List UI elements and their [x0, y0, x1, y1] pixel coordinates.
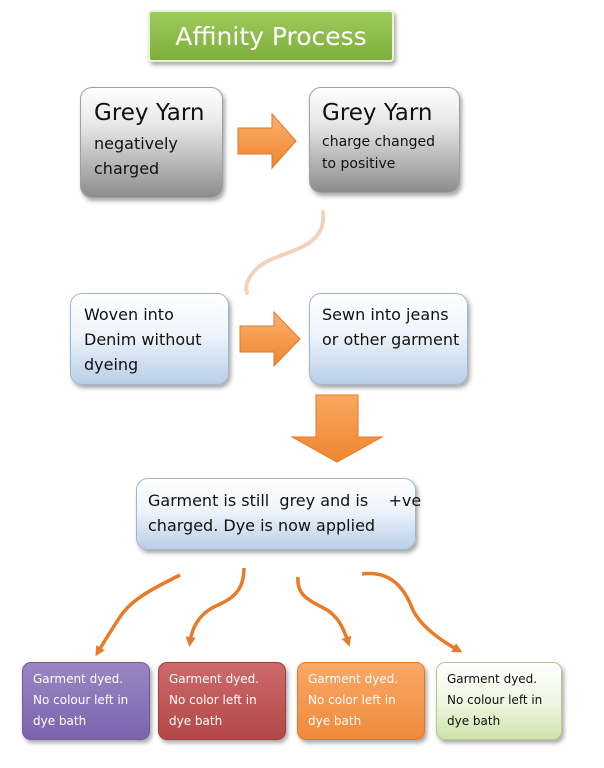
- step5-line2: charged. Dye is now applied: [148, 516, 376, 535]
- curve-connector: [244, 210, 326, 295]
- step-dye-applied: Garment is still grey and is +ve charged…: [136, 478, 422, 550]
- arrow-right-icon: [237, 112, 297, 170]
- step-grey-yarn-positive: Grey Yarn charge changed to positive: [309, 87, 460, 193]
- outcome-4-line2: No colour left in: [447, 693, 543, 707]
- step3-line2: Denim without: [84, 330, 202, 349]
- outcome-4-line3: dye bath: [447, 714, 501, 728]
- step1-line1: negatively: [94, 134, 178, 153]
- outcome-1-line2: No colour left in: [33, 693, 129, 707]
- outcome-4-line1: Garment dyed.: [447, 672, 538, 686]
- outcome-purple: Garment dyed. No colour left in dye bath: [22, 662, 150, 740]
- step2-heading: Grey Yarn: [322, 100, 433, 126]
- outcome-green: Garment dyed. No colour left in dye bath: [436, 662, 562, 740]
- outcome-3-line3: dye bath: [308, 714, 362, 728]
- step1-line2: charged: [94, 159, 160, 178]
- step4-line2: or other garment: [322, 330, 460, 349]
- outcome-1-line1: Garment dyed.: [33, 672, 124, 686]
- arrow-right-icon: [239, 310, 301, 368]
- step5-line1: Garment is still grey and is +ve: [148, 491, 422, 510]
- title-text: Affinity Process: [175, 22, 367, 51]
- step2-line2: to positive: [322, 156, 396, 172]
- curved-arrow-icon: [185, 567, 246, 647]
- step1-heading: Grey Yarn: [94, 100, 205, 126]
- step3-line1: Woven into: [84, 305, 174, 324]
- step-sewn-garment: Sewn into jeans or other garment: [309, 293, 468, 385]
- outcome-2-line2: No color left in: [169, 693, 257, 707]
- outcome-1-line3: dye bath: [33, 714, 87, 728]
- outcome-2-line3: dye bath: [169, 714, 223, 728]
- outcome-red: Garment dyed. No color left in dye bath: [158, 662, 286, 740]
- curved-arrow-icon: [95, 573, 181, 657]
- outcome-2-line1: Garment dyed.: [169, 672, 260, 686]
- arrow-down-icon: [290, 394, 384, 463]
- curved-arrow-icon: [361, 571, 463, 653]
- step2-line1: charge changed: [322, 134, 436, 150]
- step3-line3: dyeing: [84, 355, 139, 374]
- step-woven-denim: Woven into Denim without dyeing: [70, 293, 229, 385]
- outcome-3-line1: Garment dyed.: [308, 672, 399, 686]
- step4-line1: Sewn into jeans: [322, 305, 449, 324]
- curved-arrow-icon: [296, 576, 352, 647]
- outcome-orange: Garment dyed. No color left in dye bath: [297, 662, 425, 740]
- step-grey-yarn-negative: Grey Yarn negatively charged: [80, 87, 223, 198]
- title-box: Affinity Process: [148, 10, 394, 62]
- outcome-3-line2: No color left in: [308, 693, 396, 707]
